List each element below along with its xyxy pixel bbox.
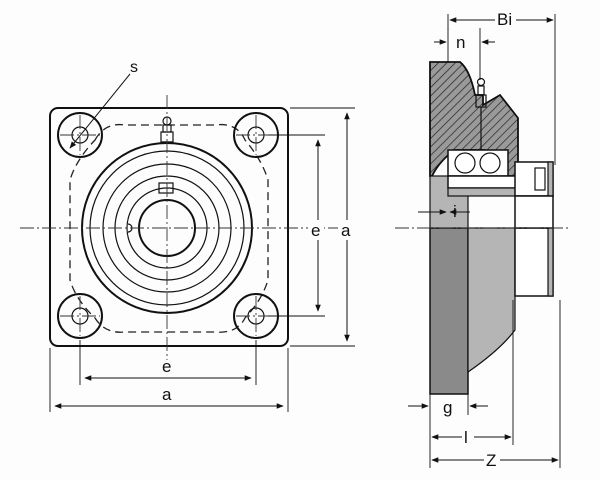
grease-nipple-side bbox=[475, 77, 487, 150]
flange-plate-lower bbox=[429, 227, 469, 395]
housing-hidden-outline bbox=[69, 123, 269, 333]
flange-square bbox=[49, 107, 289, 347]
label-g: g bbox=[443, 398, 452, 417]
label-a-vertical: a bbox=[341, 221, 351, 240]
side-view: n Bi i g l Z bbox=[395, 10, 570, 470]
label-l: l bbox=[464, 428, 468, 447]
label-Z: Z bbox=[486, 451, 496, 470]
label-e-horizontal: e bbox=[162, 357, 171, 376]
collar-lower bbox=[514, 227, 554, 297]
label-Bi: Bi bbox=[497, 10, 512, 29]
label-a-horizontal: a bbox=[162, 385, 172, 404]
bearing-insert bbox=[447, 149, 509, 177]
ball-2 bbox=[479, 152, 501, 174]
housing-body-lower bbox=[467, 227, 516, 374]
collar-upper bbox=[514, 161, 554, 197]
label-n: n bbox=[456, 33, 465, 52]
label-e-vertical: e bbox=[311, 221, 320, 240]
label-s: s bbox=[130, 59, 138, 76]
front-view: s e a e a bbox=[20, 59, 355, 412]
ball-1 bbox=[454, 152, 476, 174]
set-screw bbox=[158, 182, 174, 194]
label-i: i bbox=[453, 202, 457, 221]
